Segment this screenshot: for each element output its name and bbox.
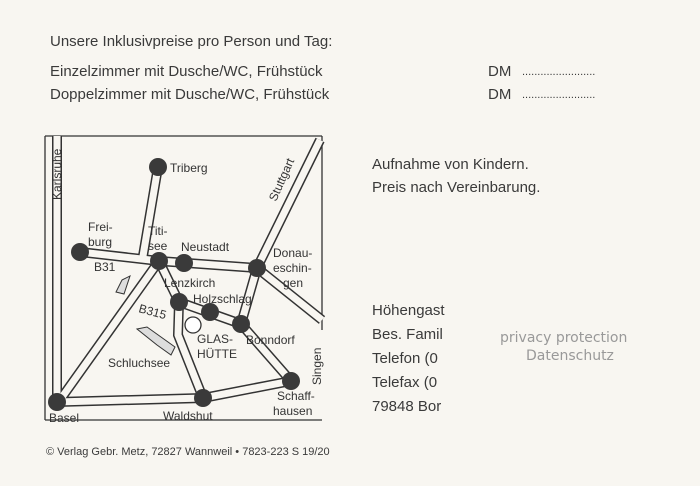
double-room-label: Doppelzimmer mit Dusche/WC, Frühstück (50, 86, 330, 103)
town-dot-bonndorf (232, 315, 250, 333)
label-glashuette: GLAS- (197, 332, 233, 346)
town-dot-waldshut (194, 389, 212, 407)
label-titisee: Titi- (148, 224, 168, 238)
address-line: 79848 Bor (372, 398, 442, 415)
town-dot-donaueschingen (248, 259, 266, 277)
route-map: Triberg Frei- burg Titi- see Neustadt Do… (44, 135, 326, 425)
address-line: Bes. Famil (372, 326, 443, 343)
label-schluchsee: Schluchsee (108, 356, 170, 370)
label-triberg: Triberg (170, 161, 208, 175)
label-basel: Basel (49, 411, 79, 425)
town-dot-holzschlag (201, 303, 219, 321)
label-freiburg: Frei- (88, 220, 113, 234)
label-b31: B31 (94, 260, 116, 274)
label-donaueschingen-2: eschin- (273, 261, 312, 275)
town-dot-lenzkirch (170, 293, 188, 311)
currency-double: DM (488, 86, 512, 103)
label-b315: B315 (137, 301, 168, 322)
children-line1: Aufnahme von Kindern. (372, 156, 529, 173)
price-blank-double: ........................ (522, 89, 596, 101)
label-donaueschingen-3: gen (283, 276, 303, 290)
label-schaffhausen: Schaff- (277, 389, 315, 403)
privacy-watermark: privacy protection (500, 330, 628, 346)
privacy-watermark-2: Datenschutz (526, 348, 614, 364)
label-lenzkirch: Lenzkirch (164, 276, 215, 290)
address-line: Telefax (0 (372, 374, 438, 391)
label-freiburg-2: burg (88, 235, 112, 249)
label-schaffhausen-2: hausen (273, 404, 312, 418)
glashuette-marker (184, 316, 202, 334)
address-line: Höhengast (372, 302, 445, 319)
label-waldshut: Waldshut (163, 409, 213, 423)
single-room-label: Einzelzimmer mit Dusche/WC, Frühstück (50, 63, 323, 80)
currency-single: DM (488, 63, 512, 80)
label-holzschlag: Holzschlag (193, 292, 252, 306)
town-dot-titisee (150, 252, 168, 270)
map-frame (44, 135, 323, 421)
prices-title: Unsere Inklusivpreise pro Person und Tag… (50, 33, 333, 50)
label-singen: Singen (310, 348, 324, 385)
town-dot-schaffhausen (282, 372, 300, 390)
label-titisee-2: see (148, 239, 168, 253)
lake-titisee (115, 275, 131, 295)
town-markers (48, 158, 300, 411)
town-dot-neustadt (175, 254, 193, 272)
label-bonndorf: Bonndorf (246, 333, 295, 347)
children-line2: Preis nach Vereinbarung. (372, 179, 541, 196)
lake-schluchsee (135, 326, 176, 356)
label-glashuette-2: HÜTTE (197, 347, 237, 361)
label-donaueschingen: Donau- (273, 246, 312, 260)
town-dot-triberg (149, 158, 167, 176)
price-blank-single: ........................ (522, 66, 596, 78)
label-neustadt: Neustadt (181, 240, 230, 254)
label-karlsruhe: Karlsruhe (50, 148, 64, 200)
town-dot-freiburg (71, 243, 89, 261)
publisher-footer: © Verlag Gebr. Metz, 72827 Wannweil • 78… (46, 446, 330, 458)
address-line: Telefon (0 (372, 350, 438, 367)
town-dot-basel (48, 393, 66, 411)
